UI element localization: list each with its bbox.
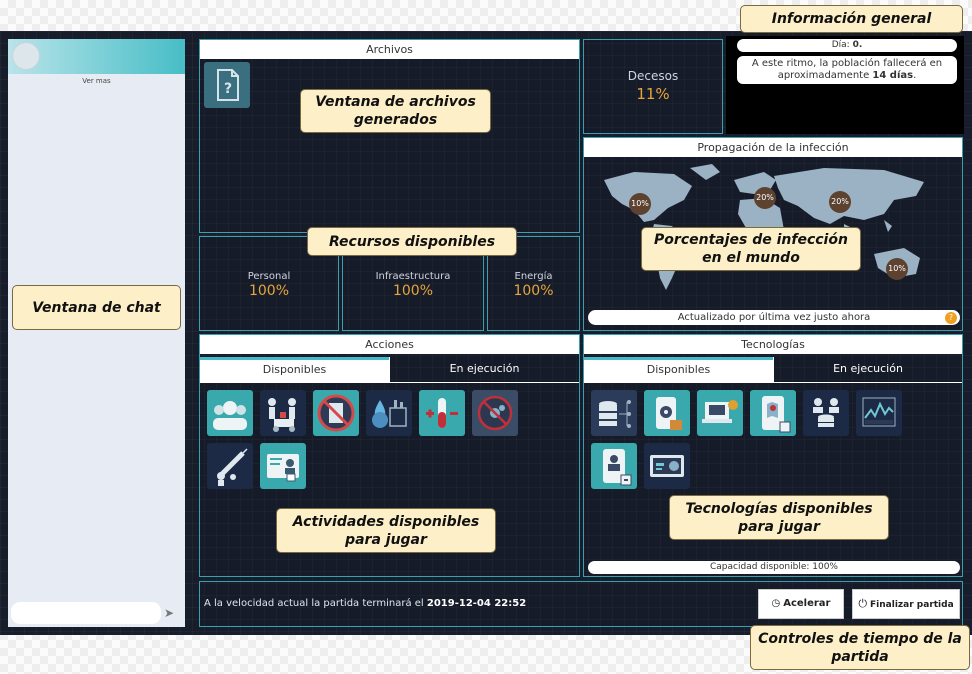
mobile-map-icon[interactable] [750,390,796,436]
resource-label: Infraestructura [375,271,451,282]
water-plant-icon[interactable] [366,390,412,436]
accelerate-button[interactable]: ◷Acelerar [758,589,844,619]
deaths-label: Decesos [627,69,679,83]
time-controls-bar: A la velocidad actual la partida termina… [199,581,963,627]
forecast-text: A este ritmo, la población fallecerá en … [737,56,957,84]
resource-value: 100% [513,283,554,299]
infection-marker[interactable]: 20% [754,187,776,209]
map-updated-status: Actualizado por última vez justo ahora [588,310,960,325]
infection-marker[interactable]: 10% [886,258,908,280]
infection-title: Propagación de la infección [584,138,962,157]
actions-panel: Acciones Disponibles En ejecución [199,334,580,577]
tech-title: Tecnologías [584,335,962,354]
no-save-icon[interactable] [313,390,359,436]
deaths-value: 11% [636,85,670,103]
callout-resources: Recursos disponibles [307,227,517,256]
end-date-status: A la velocidad actual la partida termina… [204,598,527,609]
deaths-panel: Decesos 11% [583,39,723,134]
callout-chat: Ventana de chat [12,285,181,330]
resource-value: 100% [392,283,434,299]
files-panel: Archivos ? [199,39,580,233]
send-arrow-icon[interactable]: ➤ [164,606,175,620]
chat-input[interactable] [11,602,161,624]
resource-label: Energía [514,271,553,282]
chat-panel: Ver mas ➤ [8,39,185,627]
clock-icon: ◷ [771,598,781,609]
callout-infection: Porcentajes de infección en el mundo [641,227,861,271]
avatar[interactable] [12,42,40,70]
infection-marker[interactable]: 20% [829,191,851,213]
medical-team-icon[interactable] [207,390,253,436]
ambulance-evacuation-icon[interactable] [260,390,306,436]
no-virus-icon[interactable] [472,390,518,436]
mobile-virus-icon[interactable] [644,390,690,436]
actions-title: Acciones [200,335,579,354]
analytics-chart-icon[interactable] [856,390,902,436]
blood-test-icon[interactable] [419,390,465,436]
virus-scan-icon[interactable] [644,443,690,489]
capacity-status: Capacidad disponible: 100% [588,561,960,574]
infection-marker[interactable]: 10% [629,193,651,215]
power-icon: ⏻ [858,597,868,610]
unknown-file-icon[interactable]: ? [204,62,250,108]
chat-header [8,39,185,74]
resource-personal: Personal 100% [199,236,339,331]
resource-label: Personal [247,271,291,282]
id-card-icon[interactable] [260,443,306,489]
svg-text:?: ? [224,81,232,97]
tab-available[interactable]: Disponibles [584,357,773,383]
day-counter: Día: 0. [737,39,957,52]
help-icon[interactable]: ? [945,312,957,324]
doctor-database-icon[interactable] [803,390,849,436]
tab-running[interactable]: En ejecución [773,357,962,383]
callout-info: Información general [740,5,963,33]
vaccine-icon[interactable] [207,443,253,489]
files-title: Archivos [200,40,579,59]
callout-activities: Actividades disponibles para jugar [276,508,496,553]
mobile-doctor-icon[interactable] [591,443,637,489]
chat-more-link[interactable]: Ver mas [82,77,111,85]
tab-running[interactable]: En ejecución [389,357,579,383]
tech-panel: Tecnologías Disponibles En ejecución Cap… [583,334,963,577]
callout-time-controls: Controles de tiempo de la partida [750,625,970,670]
laptop-research-icon[interactable] [697,390,743,436]
info-panel: Día: 0. A este ritmo, la población falle… [726,36,964,134]
database-network-icon[interactable] [591,390,637,436]
callout-files: Ventana de archivos generados [300,89,491,133]
tab-available[interactable]: Disponibles [200,357,389,383]
resource-value: 100% [248,283,290,299]
callout-technologies: Tecnologías disponibles para jugar [669,495,889,540]
finish-game-button[interactable]: ⏻Finalizar partida [852,589,960,619]
